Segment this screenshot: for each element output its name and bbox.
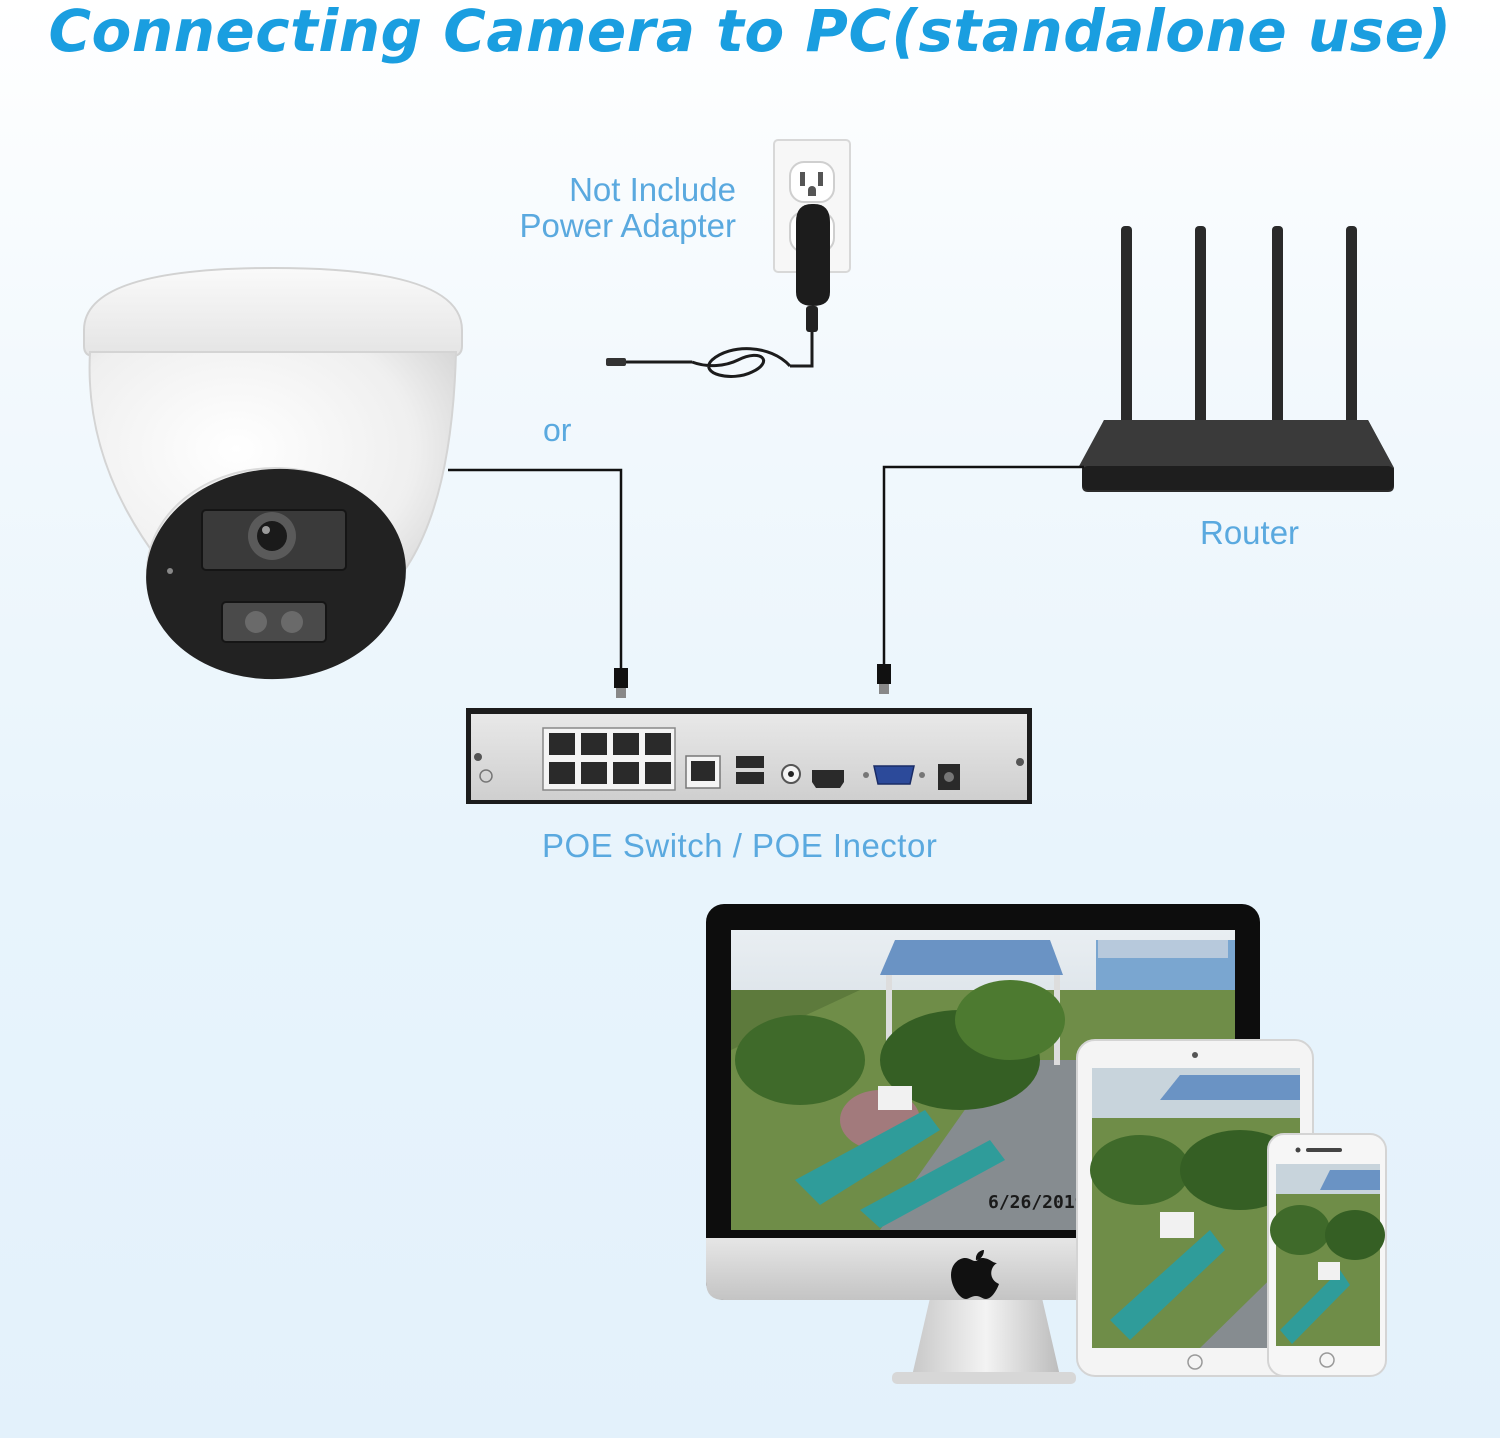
apple-logo-icon bbox=[951, 1250, 999, 1299]
or-label: or bbox=[543, 412, 572, 448]
page-title: Connecting Camera to PC(standalone use) bbox=[48, 0, 1452, 65]
date-stamp: 6/26/2019 bbox=[988, 1192, 1086, 1213]
power-adapter-label-line1: Not Include bbox=[569, 171, 736, 208]
power-adapter-label: Not Include Power Adapter bbox=[500, 172, 736, 244]
poe-switch-label: POE Switch / POE Inector bbox=[542, 827, 938, 864]
power-adapter-label-line2: Power Adapter bbox=[519, 207, 736, 244]
router-label: Router bbox=[1200, 514, 1300, 551]
